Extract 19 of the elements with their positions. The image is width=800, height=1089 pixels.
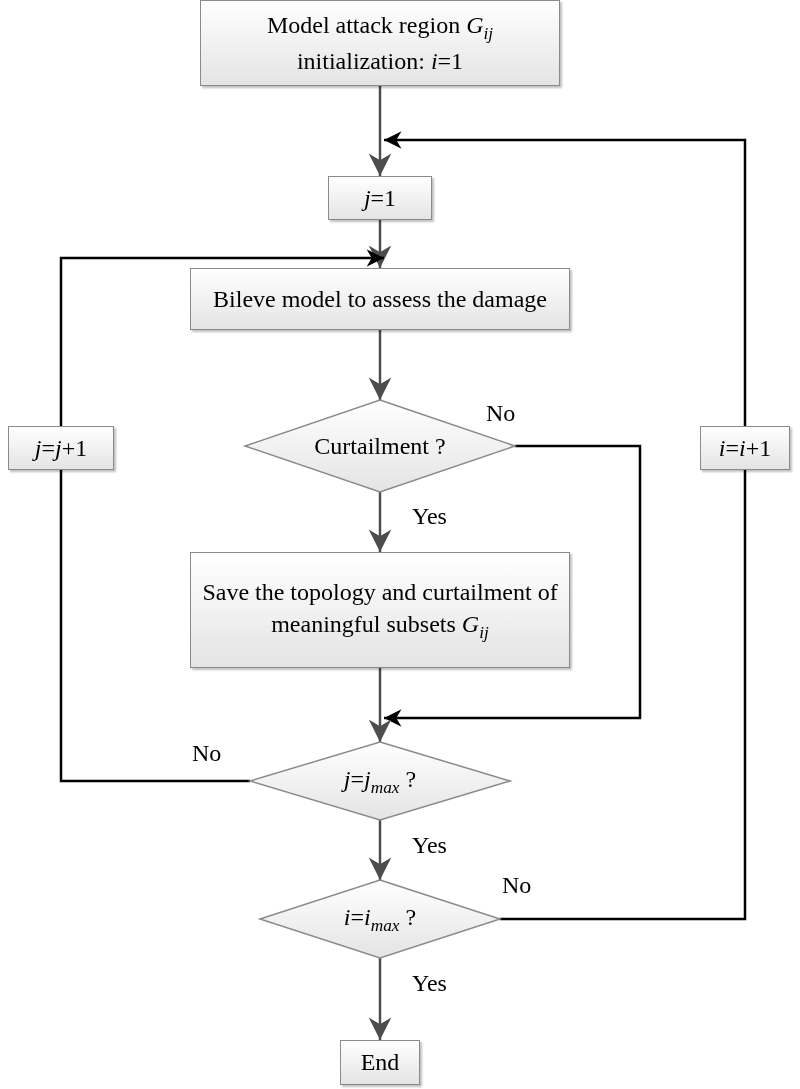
process-box: End (340, 1040, 420, 1085)
arrow (59, 249, 384, 426)
decision-diamond: i=i$_{max}$ ? (260, 880, 500, 958)
process-box: Bileve model to assess the damage (190, 268, 570, 330)
arrow (368, 220, 392, 268)
arrow (384, 131, 747, 426)
arrow (368, 958, 392, 1040)
process-box: j=j+1 (8, 426, 114, 470)
decision-diamond: j=j$_{max}$ ? (250, 742, 510, 820)
arrow (368, 86, 392, 176)
arrow (368, 668, 392, 742)
process-box: Save the topology and curtailment of meaningful subsets G$_{ij}$ (190, 552, 570, 668)
arrow (384, 444, 642, 727)
arrow (368, 330, 392, 400)
process-box: i=i+1 (700, 426, 790, 470)
arrow (368, 820, 392, 880)
process-box: j=1 (328, 176, 432, 220)
arrow (368, 492, 392, 552)
process-box: Model attack region G$_{ij}$ initialization: i=1 (200, 0, 560, 86)
